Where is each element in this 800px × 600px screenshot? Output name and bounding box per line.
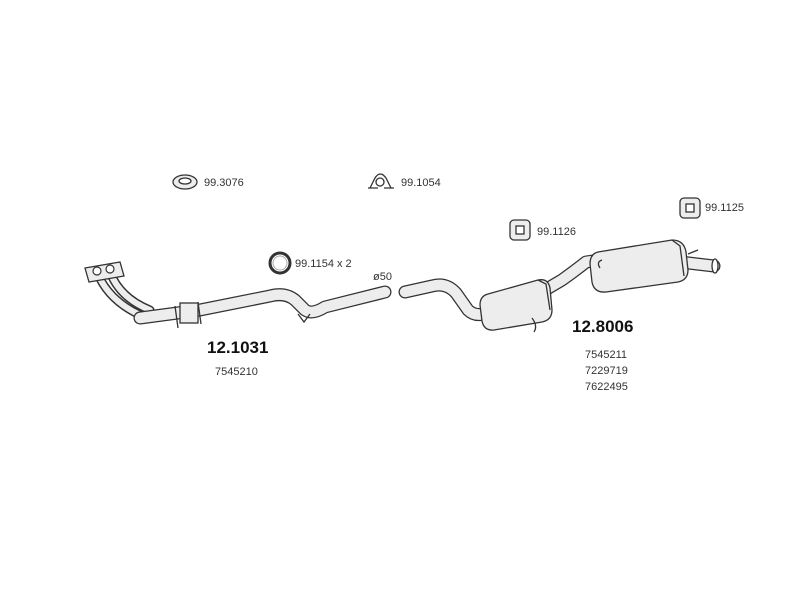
rear-system [398, 239, 721, 333]
rear-system-oem-number-2: 7229719 [585, 365, 628, 377]
clamp-code: 99.1054 [401, 177, 441, 189]
ring-part [268, 251, 292, 275]
rubber-mount-rear-code: 99.1125 [705, 202, 744, 214]
clamp-part [368, 173, 394, 189]
front-pipe-diameter: ø50 [373, 271, 392, 283]
rubber-mount-mid-part [509, 219, 531, 241]
front-pipe-oem-number: 7545210 [215, 366, 258, 378]
gasket-part [172, 174, 198, 190]
rear-system-oem-number-1: 7545211 [585, 349, 627, 361]
rear-system-part-number: 12.8006 [572, 317, 633, 336]
gasket-code: 99.3076 [204, 177, 244, 189]
front-pipe-part-number: 12.1031 [207, 338, 268, 357]
rubber-mount-mid-code: 99.1126 [537, 226, 576, 238]
rubber-mount-rear-part [679, 197, 701, 219]
front-pipe [84, 261, 392, 329]
ring-code: 99.1154 x 2 [295, 258, 352, 270]
rear-system-oem-number-3: 7622495 [585, 381, 628, 393]
